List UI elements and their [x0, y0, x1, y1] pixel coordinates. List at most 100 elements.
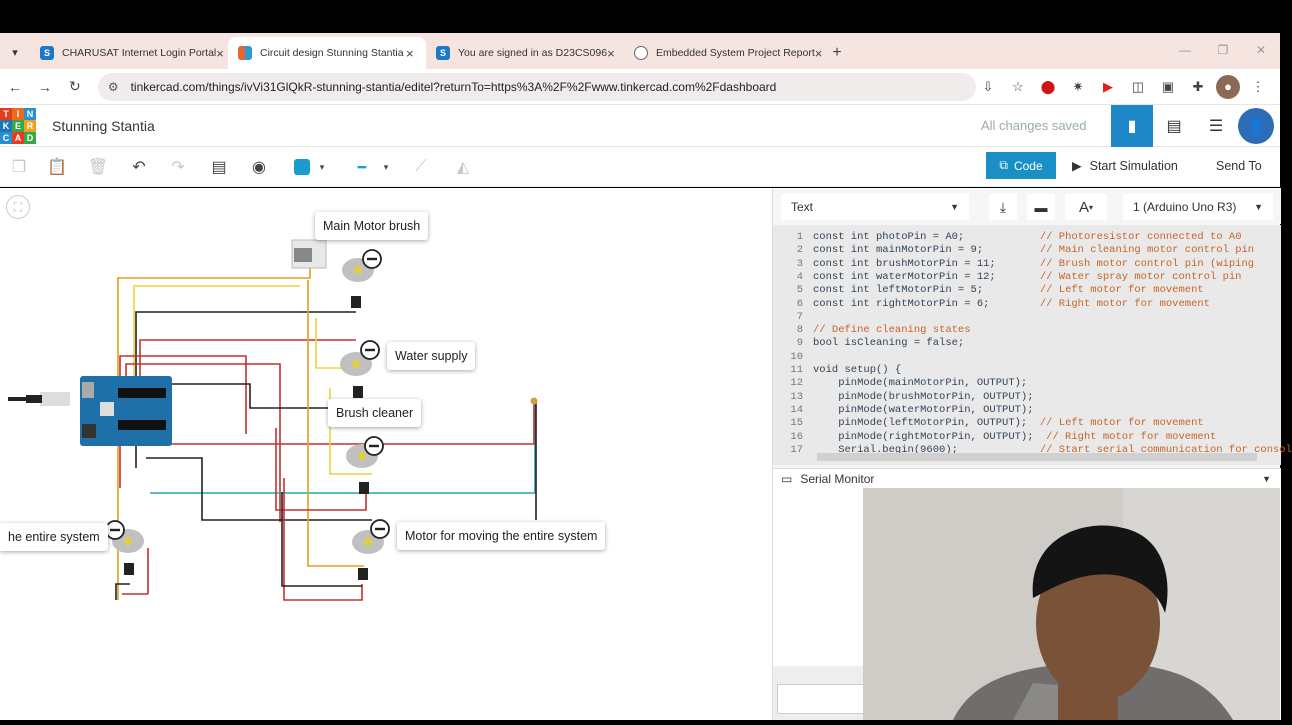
webcam-overlay [863, 488, 1280, 720]
logo-letter: I [12, 107, 24, 120]
code-text: const int rightMotorPin = 6; [813, 297, 990, 310]
flip-icon[interactable]: ◭ [456, 159, 470, 176]
code-line: pinMode(mainMotorPin, OUTPUT); [813, 377, 1027, 389]
logo-letter: C [0, 131, 12, 144]
paste-icon[interactable]: 📋 [47, 159, 67, 176]
code-text: const int leftMotorPin = 5; [813, 284, 984, 297]
label-main-motor[interactable]: Main Motor brush [315, 212, 429, 240]
circuit-canvas[interactable]: ⛶ [0, 188, 772, 720]
component-list-icon[interactable]: ☰ [1208, 118, 1224, 135]
label-moving-motor[interactable]: Motor for moving the entire system [397, 522, 606, 550]
extension-icon[interactable]: ◫ [1131, 78, 1145, 94]
editor-toolbar: ❐ 📋 🗑 ↶ ↷ ▤ ◉ ▾ ━ ▾ ⟋ ◭ [0, 147, 1280, 187]
code-comment: // Define cleaning states [813, 324, 971, 337]
close-tab-icon[interactable]: × [406, 45, 414, 61]
code-text: Serial.begin(9600); [813, 443, 958, 456]
browser-tab[interactable]: Embedded System Project Report × [624, 37, 822, 69]
undo-icon[interactable]: ↶ [132, 159, 146, 176]
play-icon: ▶ [1072, 159, 1082, 173]
puzzle-icon[interactable]: ✚ [1192, 78, 1204, 94]
youtube-extension-icon[interactable]: ▶ [1103, 78, 1113, 94]
color-dropdown-icon[interactable]: ▾ [319, 161, 325, 172]
font-size-icon[interactable]: A▾ [1065, 194, 1107, 220]
line-number: 17 [790, 443, 803, 456]
browser-tab-active[interactable]: Circuit design Stunning Stantia × [228, 37, 426, 69]
tab-search-icon[interactable]: ▾ [12, 46, 18, 59]
circuit-view-icon[interactable]: ▮ [1111, 105, 1153, 147]
code-text: pinMode(rightMotorPin, OUTPUT); [813, 430, 1034, 443]
code-text: pinMode(leftMotorPin, OUTPUT); [813, 417, 1028, 430]
motor[interactable] [346, 436, 384, 468]
upload-device-icon[interactable]: ▬ [1027, 194, 1055, 220]
motor[interactable] [342, 249, 382, 282]
motor[interactable] [352, 519, 390, 554]
close-tab-icon[interactable]: × [814, 45, 823, 61]
close-window-icon[interactable]: ✕ [1255, 43, 1267, 57]
fit-view-icon[interactable]: ⛶ [6, 195, 30, 219]
profile-avatar[interactable]: ● [1216, 74, 1240, 99]
tab-favicon: S [436, 46, 450, 60]
line-number: 4 [796, 270, 803, 283]
chevron-down-icon: ▼ [1254, 202, 1263, 212]
label-brush-cleaner[interactable]: Brush cleaner [328, 399, 422, 427]
user-avatar[interactable]: 👤 [1238, 108, 1274, 144]
code-comment: // Brush motor control pin (wiping [1039, 257, 1255, 270]
visibility-icon[interactable]: ◉ [252, 159, 266, 176]
copy-icon[interactable]: ❐ [11, 159, 27, 176]
code-comment: // Photoresistor connected to A0 [1039, 231, 1242, 243]
serial-input[interactable] [777, 684, 865, 714]
project-name[interactable]: Stunning Stantia [52, 117, 155, 134]
extension-icon[interactable]: ▣ [1161, 78, 1175, 94]
forward-icon[interactable]: → [37, 78, 52, 95]
wire-type-icon[interactable]: ━ [357, 158, 367, 175]
site-settings-icon[interactable]: ⚙ [107, 79, 119, 94]
tinkercad-logo[interactable]: T I N K E R C A D [0, 107, 36, 144]
download-icon[interactable]: ⤓ [989, 194, 1017, 220]
tab-title: Circuit design Stunning Stantia [260, 47, 404, 59]
rotate-icon[interactable]: ⟋ [415, 158, 427, 175]
motor[interactable] [105, 520, 144, 553]
logo-letter: N [24, 107, 36, 120]
motor[interactable] [340, 340, 380, 376]
horizontal-scrollbar[interactable] [817, 453, 1257, 461]
install-icon[interactable]: ⇩ [982, 78, 994, 94]
extension-icon[interactable]: ✷ [1072, 78, 1084, 94]
menu-dots-icon[interactable]: ⋮ [1251, 78, 1265, 94]
wire-dropdown-icon[interactable]: ▾ [383, 161, 389, 172]
code-button[interactable]: ⧉Code [986, 152, 1056, 179]
close-tab-icon[interactable]: × [607, 45, 615, 61]
browser-tab[interactable]: S CHARUSAT Internet Login Portal × [30, 37, 228, 69]
serial-monitor-toggle[interactable]: ▭ Serial Monitor ▼ [773, 468, 1281, 488]
url-field[interactable]: ⚙ tinkercad.com/things/ivVi31GlQkR-stunn… [97, 72, 976, 101]
start-simulation-button[interactable]: ▶Start Simulation [1072, 152, 1178, 179]
code-line: bool isCleaning = false; [813, 337, 964, 349]
reload-icon[interactable]: ↻ [68, 78, 81, 94]
line-number: 10 [790, 350, 803, 363]
close-tab-icon[interactable]: × [216, 45, 224, 61]
opera-extension-icon[interactable]: ⬤ [1040, 78, 1056, 94]
redo-icon[interactable]: ↷ [171, 159, 185, 176]
code-spacer [983, 244, 1040, 256]
minimize-icon[interactable]: — [1179, 43, 1191, 57]
browser-tab[interactable]: S You are signed in as D23CS096 × [426, 37, 624, 69]
bookmark-star-icon[interactable]: ☆ [1012, 78, 1024, 94]
new-tab-icon[interactable]: + [832, 44, 842, 61]
send-to-button[interactable]: Send To [1216, 152, 1262, 179]
schematic-view-icon[interactable]: ▤ [1166, 118, 1182, 135]
wire-color-swatch[interactable] [294, 159, 310, 175]
back-icon[interactable]: ← [7, 78, 22, 95]
code-spacer [989, 298, 1039, 310]
code-line: const int photoPin = A0; // Photoresisto… [813, 231, 1242, 243]
tab-title: CHARUSAT Internet Login Portal [62, 47, 217, 59]
code-mode-select[interactable]: Text▼ [781, 194, 969, 220]
line-number: 2 [796, 244, 803, 257]
delete-icon[interactable]: 🗑 [87, 159, 109, 176]
board-value: 1 (Arduino Uno R3) [1133, 200, 1237, 214]
tab-favicon: S [40, 46, 54, 60]
label-entire-system[interactable]: he entire system [0, 523, 108, 551]
board-select[interactable]: 1 (Arduino Uno R3) ▼ [1123, 194, 1273, 220]
maximize-icon[interactable]: ❐ [1217, 43, 1229, 57]
label-water-supply[interactable]: Water supply [387, 342, 476, 370]
notes-icon[interactable]: ▤ [211, 159, 227, 176]
